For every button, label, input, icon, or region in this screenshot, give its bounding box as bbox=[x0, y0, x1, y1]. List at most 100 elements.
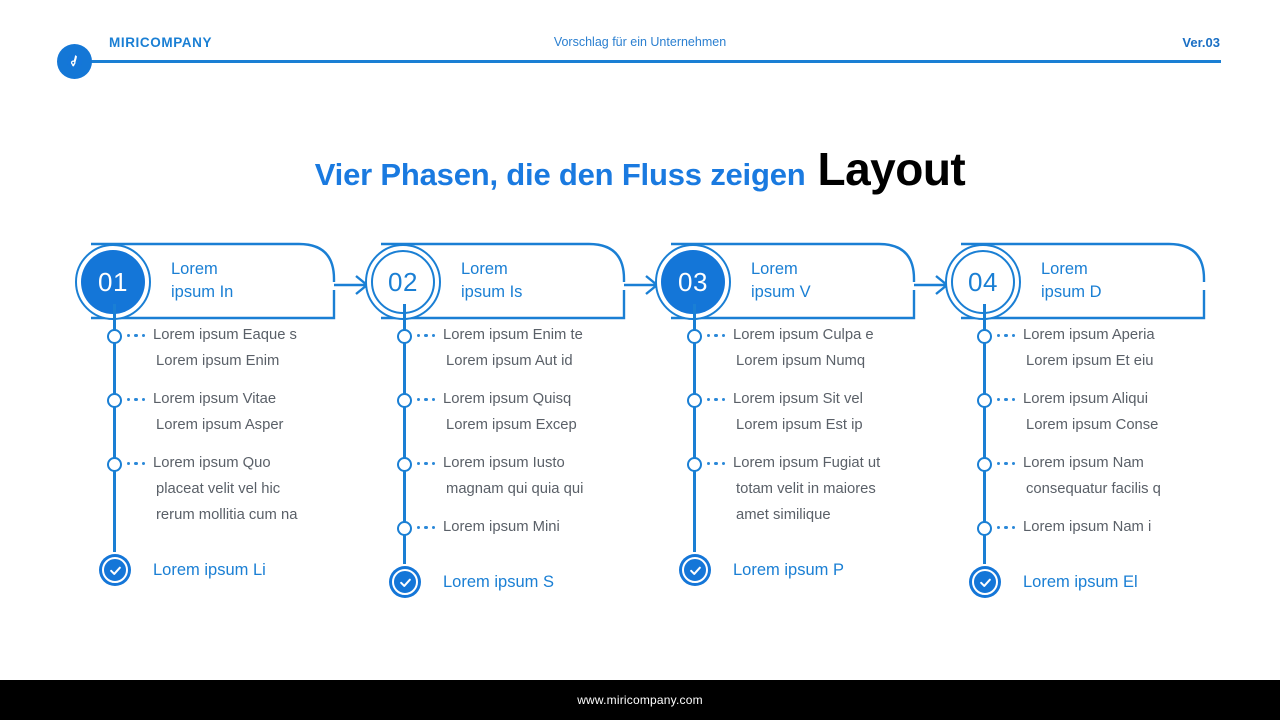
phase-number-badge: 04 bbox=[945, 244, 1021, 320]
slide-footer: www.miricompany.com bbox=[0, 680, 1280, 720]
phase-number: 01 bbox=[81, 250, 145, 314]
bullet-text-line: Lorem ipsum Fugiat ut bbox=[733, 455, 881, 471]
timeline-connector bbox=[983, 304, 986, 564]
phase-card-title-line2: ipsum V bbox=[751, 283, 811, 301]
phase-card-title-line1: Lorem bbox=[1041, 260, 1088, 278]
bullet-text-line: Lorem ipsum Et eiu bbox=[1026, 353, 1154, 369]
phase-card-title-line1: Lorem bbox=[461, 260, 508, 278]
bullet-dots-icon bbox=[707, 333, 726, 337]
timeline-connector bbox=[403, 304, 406, 564]
check-circle-icon bbox=[679, 554, 711, 586]
timeline-connector bbox=[113, 304, 116, 552]
bullet-node-icon bbox=[397, 393, 412, 408]
phase-card-outline bbox=[381, 242, 659, 320]
brand-name: MIRICOMPANY bbox=[109, 35, 213, 50]
bullet-node-icon bbox=[687, 393, 702, 408]
phase-arrow-icon bbox=[914, 275, 949, 295]
phase-card-title: Lorem ipsum D bbox=[1041, 258, 1181, 304]
bullet-dots-icon bbox=[417, 397, 436, 401]
bullet-item: Lorem ipsum Mini bbox=[365, 514, 655, 540]
check-ring bbox=[972, 569, 998, 595]
bullet-node-icon bbox=[977, 329, 992, 344]
bullet-text: Lorem ipsum Nam i bbox=[1023, 514, 1235, 540]
phase-outcome-item[interactable]: Lorem ipsum Li bbox=[75, 554, 365, 586]
bullet-node-icon bbox=[397, 329, 412, 344]
bullet-dots-icon bbox=[127, 461, 146, 465]
phase-card-outline bbox=[671, 242, 949, 320]
bullet-text-line: Lorem ipsum Excep bbox=[446, 417, 577, 433]
bullet-text-line: Lorem ipsum Iusto bbox=[443, 455, 565, 471]
timeline-connector bbox=[693, 304, 696, 552]
bullet-text: Lorem ipsum Iusto magnam qui quia qui bbox=[443, 450, 655, 502]
bullet-text-line: totam velit in maiores bbox=[736, 481, 876, 497]
phase-card-outline bbox=[91, 242, 369, 320]
bullet-text-line: Lorem ipsum Conse bbox=[1026, 417, 1159, 433]
bullet-dots-icon bbox=[997, 525, 1016, 529]
bullet-text-line: Lorem ipsum Aliqui bbox=[1023, 391, 1149, 407]
bullet-dots-icon bbox=[127, 397, 146, 401]
phase-outcome-label: Lorem ipsum El bbox=[1023, 573, 1138, 591]
bullet-text: Lorem ipsum Fugiat ut totam velit in maio… bbox=[733, 450, 945, 528]
phase-outcome-label: Lorem ipsum S bbox=[443, 573, 554, 591]
phase-card-title-line2: ipsum D bbox=[1041, 283, 1102, 301]
check-ring bbox=[102, 557, 128, 583]
bullet-text-line: Lorem ipsum Sit vel bbox=[733, 391, 863, 407]
bullet-node-icon bbox=[977, 457, 992, 472]
bullet-text-line: Lorem ipsum Nam bbox=[1023, 455, 1144, 471]
bullet-text: Lorem ipsum Mini bbox=[443, 514, 655, 540]
phase-arrow-icon bbox=[334, 275, 369, 295]
phase-outcome-label: Lorem ipsum P bbox=[733, 561, 844, 579]
bullet-text-line: Lorem ipsum Enim te bbox=[443, 327, 583, 343]
bullet-text-line: Lorem ipsum Asper bbox=[156, 417, 284, 433]
bullet-dots-icon bbox=[997, 333, 1016, 337]
bullet-dots-icon bbox=[707, 461, 726, 465]
bullet-node-icon bbox=[687, 457, 702, 472]
bullet-dots-icon bbox=[417, 333, 436, 337]
bullet-text-line: Lorem ipsum Mini bbox=[443, 519, 560, 535]
bullet-text-line: amet similique bbox=[736, 507, 831, 523]
phase-arrow-icon bbox=[624, 275, 659, 295]
header-subtitle: Vorschlag für ein Unternehmen bbox=[553, 35, 727, 49]
phase-number-badge: 03 bbox=[655, 244, 731, 320]
check-circle-icon bbox=[99, 554, 131, 586]
bullet-dots-icon bbox=[997, 461, 1016, 465]
phase-card-04[interactable]: 04 Lorem ipsum D bbox=[945, 236, 1207, 322]
bullet-text-line: magnam qui quia qui bbox=[446, 481, 584, 497]
slide-header: MIRICOMPANY Vorschlag für ein Unternehme… bbox=[0, 0, 1280, 90]
bullet-item: Lorem ipsum Fugiat ut totam velit in maio… bbox=[655, 450, 945, 523]
phase-outcome-item[interactable]: Lorem ipsum El bbox=[945, 566, 1235, 598]
bullet-text-line: Lorem ipsum Quo bbox=[153, 455, 271, 471]
phase-number-badge: 02 bbox=[365, 244, 441, 320]
phase-outcome-item[interactable]: Lorem ipsum S bbox=[365, 566, 655, 598]
phase-number: 04 bbox=[951, 250, 1015, 314]
bullet-text-line: Lorem ipsum Aperia bbox=[1023, 327, 1155, 343]
phase-outcome-item[interactable]: Lorem ipsum P bbox=[655, 554, 945, 586]
page-title-blue: Vier Phasen, die den Fluss zeigen bbox=[314, 157, 806, 192]
bullet-text-line: Lorem ipsum Eaque s bbox=[153, 327, 297, 343]
bullet-text-line: Lorem ipsum Culpa e bbox=[733, 327, 874, 343]
